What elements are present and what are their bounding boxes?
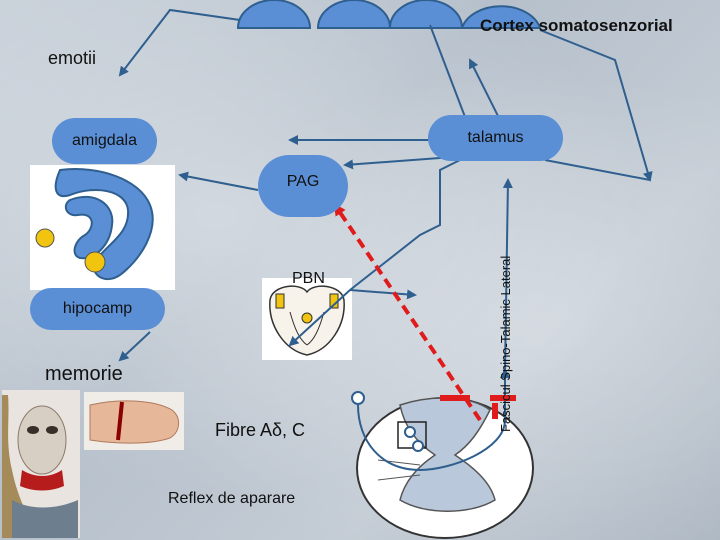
synapse-2 [412,440,424,452]
cortex-gyri [236,0,542,29]
arrow-pbn-right [349,289,417,300]
red-bar-right [490,395,516,401]
arrow-cortex-emotii [118,8,241,77]
arrow-talamus-right [544,159,651,181]
cortex-gyrus-2 [316,0,392,29]
talamus-label: talamus [467,129,524,146]
pbn-label: PBN [292,270,325,287]
hipocamp-node: hipocamp [30,288,165,330]
reflex-label: Reflex de aparare [168,490,296,507]
blue-arrows [118,8,653,472]
arrow-pag-amigdala [178,171,259,191]
hipocamp-label: hipocamp [62,300,133,317]
fibre-receptor [351,391,365,405]
arrow-talamus-pbn [349,149,481,291]
pag-node: PAG [258,155,348,217]
cortex-gyrus-1 [236,0,312,29]
brainstem-inset [262,278,352,360]
fasciculus-label: Fascicul Spino-Talamic Lateral [498,255,513,432]
synapse-1 [404,426,416,438]
arrow-spinothalamic [502,178,513,371]
pag-label: PAG [286,173,320,190]
arrow-cortex-down [539,29,653,182]
talamus-node: talamus [428,115,563,161]
dorsal-horn-box [397,421,427,449]
amigdala-label: amigdala [72,132,137,149]
brainstem-center [301,312,313,324]
cortex-label: Cortex somatosenzorial [480,16,673,35]
face-image [2,390,80,538]
arrow-fibre-spinal [357,368,510,472]
amygdala-dot-left [35,228,55,248]
red-pathway [333,203,516,422]
pbn-left [275,293,285,309]
emotii-label: emotii [48,48,97,68]
red-bar-left [440,395,470,401]
fibre-label: Fibre Aδ, C [215,420,306,440]
cortex-gyrus-4 [460,5,542,29]
arrow-hipocamp-memorie [118,331,151,362]
amygdala-dot-right [84,251,106,273]
amygdala-hippocampus-inset [30,165,175,290]
red-dashed-arrow [333,203,482,422]
arrow-cortex-talamus [429,24,472,132]
amigdala-node: amigdala [52,118,157,164]
grey-matter [399,397,496,512]
red-tick [492,403,498,419]
fornix-shape [64,195,114,260]
cortex-gyrus-3 [388,0,464,29]
arrow-pbn-hipocamp [288,289,351,347]
finger-image [84,392,184,450]
spinal-cord [356,397,534,539]
memorie-label: memorie [45,363,123,385]
